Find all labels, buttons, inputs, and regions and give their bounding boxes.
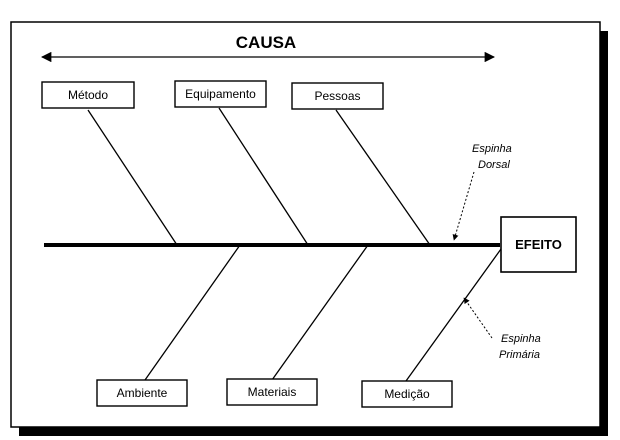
primary-note-line1: Espinha <box>501 333 541 345</box>
spine-note-line1: Espinha <box>472 143 512 155</box>
primary-note-arrow <box>463 297 493 339</box>
cause-label-medicao: Medição <box>384 387 430 401</box>
cause-label-materiais: Materiais <box>248 385 297 399</box>
bone-materiais <box>271 244 369 381</box>
bone-medicao <box>405 248 502 382</box>
cause-box-materiais: Materiais <box>226 378 318 406</box>
cause-title: CAUSA <box>236 33 296 52</box>
spine-note-line2: Dorsal <box>478 159 510 171</box>
cause-box-ambiente: Ambiente <box>96 379 188 407</box>
effect-label: EFEITO <box>515 237 562 252</box>
cause-box-equipamento: Equipamento <box>174 80 267 108</box>
bone-pessoas <box>335 109 431 246</box>
cause-box-medicao: Medição <box>361 380 453 408</box>
effect-box <box>500 216 577 273</box>
primary-note-line2: Primária <box>499 349 540 361</box>
bone-metodo <box>87 109 178 246</box>
cause-box-metodo: Método <box>41 81 135 109</box>
bone-equipamento <box>218 107 309 246</box>
cause-label-ambiente: Ambiente <box>117 386 168 400</box>
bone-ambiente <box>144 244 241 381</box>
cause-label-equipamento: Equipamento <box>185 87 256 101</box>
cause-label-pessoas: Pessoas <box>314 89 360 103</box>
cause-label-metodo: Método <box>68 88 108 102</box>
cause-box-pessoas: Pessoas <box>291 82 384 110</box>
